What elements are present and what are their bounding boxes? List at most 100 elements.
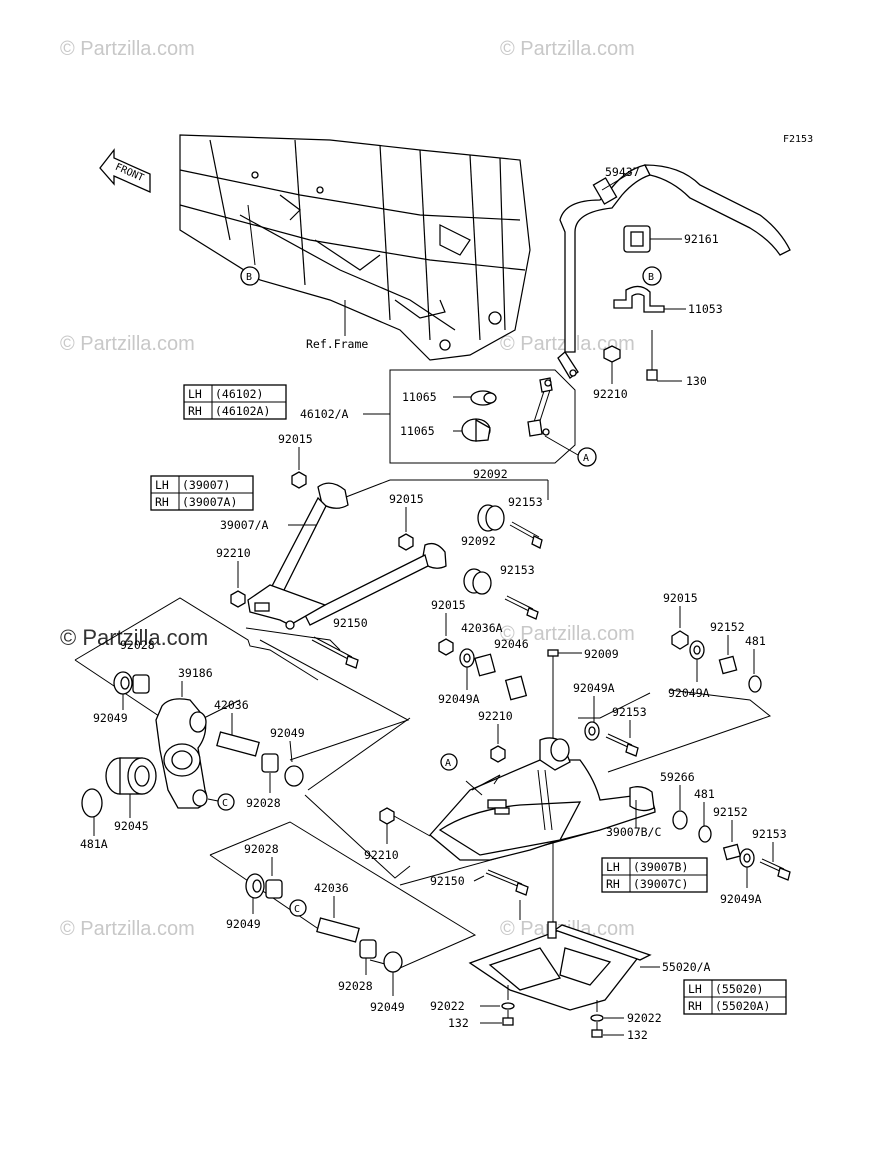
part-label: 39007B/C xyxy=(606,825,661,839)
part-label: 92049A xyxy=(573,681,615,695)
table-code: (55020) xyxy=(715,982,763,996)
part-label: 59266 xyxy=(660,770,695,784)
part-label: 92015 xyxy=(278,432,313,446)
part-label: 92015 xyxy=(389,492,424,506)
part-label: 92049A xyxy=(720,892,762,906)
part-label: 92049 xyxy=(270,726,305,740)
part-label: 92022 xyxy=(430,999,465,1013)
bolt-130 xyxy=(646,330,658,381)
bolt-92153 xyxy=(504,595,539,620)
frame-illustration xyxy=(179,134,531,361)
table-code: (39007A) xyxy=(182,495,237,509)
table-code: (46102) xyxy=(215,387,263,401)
ref-b-circle: B xyxy=(642,266,662,286)
part-label: 92210 xyxy=(478,709,513,723)
part-label: 42036A xyxy=(461,621,503,635)
ref-a-letter: A xyxy=(583,453,589,464)
part-label: 92028 xyxy=(120,638,155,652)
table-side: LH xyxy=(155,478,169,492)
part-label: 39007/A xyxy=(220,518,269,532)
nut-92210 xyxy=(230,590,246,608)
table-side: LH xyxy=(606,860,620,874)
bushing-92028 xyxy=(132,674,150,694)
bolt-92153 xyxy=(605,733,639,757)
ref-a-letter: A xyxy=(445,758,451,769)
nut-92210 xyxy=(603,345,621,363)
table-code: (39007C) xyxy=(633,877,688,891)
watermark: © Partzilla.com xyxy=(60,333,195,355)
part-label: 92028 xyxy=(338,979,373,993)
part-label: 92049 xyxy=(93,711,128,725)
nut-92210 xyxy=(379,807,395,825)
bearing-92045 xyxy=(105,757,157,795)
watermark: © Partzilla.com xyxy=(500,38,635,60)
washer-92049a xyxy=(739,848,755,868)
part-label: 92152 xyxy=(710,620,745,634)
part-label: 92049A xyxy=(668,686,710,700)
washer-92049a xyxy=(459,648,475,668)
front-arrow-icon: FRONT xyxy=(99,148,151,194)
circlip-481 xyxy=(698,825,712,843)
bushing-92092 xyxy=(463,568,492,595)
table-code: (55020A) xyxy=(715,999,770,1013)
bushing-92161 xyxy=(623,225,651,253)
ref-c-letter: C xyxy=(222,798,228,809)
part-label: 92049 xyxy=(370,1000,405,1014)
part-label: 92092 xyxy=(461,534,496,548)
ref-a-circle: A xyxy=(440,753,458,771)
part-label: 130 xyxy=(686,374,707,388)
bushing-59266 xyxy=(672,810,688,830)
part-label: 92152 xyxy=(713,805,748,819)
washer-92049 xyxy=(245,873,265,899)
figure-id: F2153 xyxy=(783,134,813,145)
part-label: 92028 xyxy=(246,796,281,810)
part-label: 42036 xyxy=(314,881,349,895)
part-label: 92150 xyxy=(430,874,465,888)
part-label: 92150 xyxy=(333,616,368,630)
table-side: RH xyxy=(188,404,202,418)
part-label: 59437 xyxy=(605,165,640,179)
knuckle-39186 xyxy=(155,698,208,809)
part-label: 92045 xyxy=(114,819,149,833)
part-label: 55020/A xyxy=(662,960,711,974)
ref-a-circle: A xyxy=(577,447,597,467)
table-side: RH xyxy=(606,877,620,891)
collar-42036 xyxy=(316,917,360,943)
washer-92049 xyxy=(383,951,403,973)
nut-92210 xyxy=(490,745,506,763)
part-label: 92046 xyxy=(494,637,529,651)
ref-c-letter: C xyxy=(294,904,300,915)
part-label: 39186 xyxy=(178,666,213,680)
stabilizer-bar xyxy=(557,164,791,379)
variant-table: LH (39007B) RH (39007C) xyxy=(601,857,708,893)
table-side: LH xyxy=(188,387,202,401)
collar-92152 xyxy=(722,843,742,861)
part-label: 92028 xyxy=(244,842,279,856)
part-label: 92009 xyxy=(584,647,619,661)
clamp-11053 xyxy=(613,285,665,313)
part-label: 92153 xyxy=(508,495,543,509)
part-label: 92049 xyxy=(226,917,261,931)
washer-92022 xyxy=(590,1014,604,1022)
ref-c-circle: C xyxy=(289,899,307,917)
bushing-92092 xyxy=(477,504,505,532)
collar-42036a xyxy=(474,653,496,677)
nut-92015 xyxy=(398,533,414,551)
part-label: 42036 xyxy=(214,698,249,712)
part-label: 92153 xyxy=(500,563,535,577)
circlip-481 xyxy=(748,675,762,693)
table-side: RH xyxy=(688,999,702,1013)
part-label: 92161 xyxy=(684,232,719,246)
part-label: 92210 xyxy=(216,546,251,560)
variant-table: LH (46102) RH (46102A) xyxy=(183,384,287,420)
ref-b-letter: B xyxy=(648,272,654,283)
skid-plate-55020 xyxy=(468,921,652,1011)
ref-b-letter: B xyxy=(246,272,252,283)
variant-table: LH (55020) RH (55020A) xyxy=(683,979,787,1015)
nut-92015 xyxy=(671,630,689,650)
part-label: 92210 xyxy=(593,387,628,401)
part-label: 481 xyxy=(745,634,766,648)
part-label: 92022 xyxy=(627,1011,662,1025)
part-label: 481 xyxy=(694,787,715,801)
